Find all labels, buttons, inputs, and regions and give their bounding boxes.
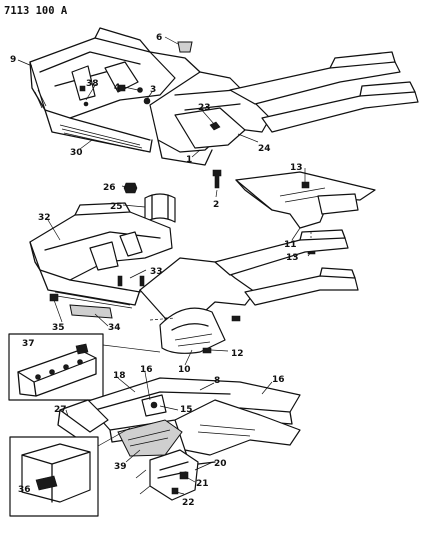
bolt-part-2 [212, 169, 222, 189]
callout-33: 33 [150, 267, 163, 277]
lower-frame-assembly [57, 377, 301, 501]
callout-13-lower: 13 [286, 253, 299, 263]
bolt-part-22 [171, 487, 179, 495]
callout-2: 2 [213, 200, 219, 210]
callout-21: 21 [196, 479, 209, 489]
bushing-part-25 [144, 193, 176, 223]
bolt-part-33 [117, 275, 123, 287]
fastener-part-15 [150, 401, 158, 409]
inset-part-36 [9, 427, 131, 517]
callout-39: 39 [114, 462, 127, 472]
callout-13-upper: 13 [290, 163, 303, 173]
callout-12: 12 [231, 349, 244, 359]
callout-27: 27 [54, 405, 67, 415]
nut-part-13-upper [301, 181, 310, 189]
callout-9: 9 [10, 55, 16, 65]
reinforcement-part-39 [117, 419, 183, 457]
callout-22: 22 [182, 498, 195, 508]
callout-35: 35 [52, 323, 65, 333]
figure-code: 7113 100 A [4, 5, 68, 17]
callout-34: 34 [108, 323, 121, 333]
upper-frame-assembly [29, 27, 419, 189]
callout-15: 15 [180, 405, 193, 415]
bolt-part-12-upper [231, 315, 241, 322]
callout-10: 10 [178, 365, 191, 375]
insulator-part-34 [69, 304, 113, 319]
callout-1: 1 [186, 155, 192, 165]
callout-8: 8 [214, 376, 220, 386]
nut-part-26 [123, 182, 138, 194]
bolt-part-21 [179, 471, 189, 480]
callout-32: 32 [38, 213, 51, 223]
callout-16-right: 16 [272, 375, 285, 385]
callout-24: 24 [258, 144, 271, 154]
callout-20: 20 [214, 459, 227, 469]
inset-part-37 [8, 333, 161, 401]
nut-part-4 [137, 87, 143, 93]
bracket-part-6 [177, 41, 193, 53]
mount-bracket-assembly [235, 171, 376, 255]
callout-11: 11 [284, 240, 297, 250]
clip-part-35 [49, 293, 59, 302]
callout-26: 26 [103, 183, 116, 193]
callout-labels: 6 9 38 4 3 23 24 30 1 2 13 11 13 26 25 3… [10, 33, 303, 508]
fastener-part-38 [83, 101, 89, 107]
callout-37: 37 [22, 339, 35, 349]
callout-4: 4 [114, 83, 120, 93]
callout-38: 38 [86, 79, 99, 89]
callout-25: 25 [110, 202, 123, 212]
bracket-part-27 [59, 399, 109, 433]
callout-30: 30 [70, 148, 83, 158]
callout-3: 3 [150, 85, 156, 95]
callout-23: 23 [198, 103, 211, 113]
bolt-part-12-lower [202, 347, 212, 354]
bushing-set [123, 182, 176, 223]
middle-frame-assembly [29, 202, 359, 354]
callout-leaders [17, 36, 312, 495]
callout-18: 18 [113, 371, 126, 381]
callout-36: 36 [18, 485, 31, 495]
callout-16-left: 16 [140, 365, 153, 375]
upper-frame-left-rail [29, 37, 176, 119]
bolt-part-3 [143, 97, 151, 105]
callout-6: 6 [156, 33, 162, 43]
